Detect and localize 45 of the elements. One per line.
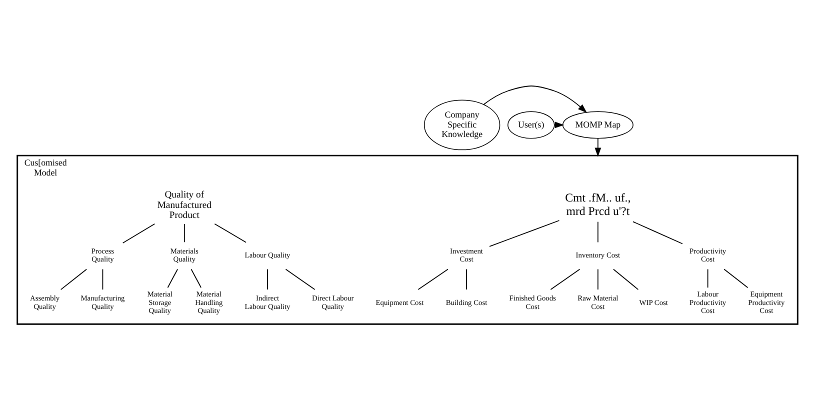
node-text: Investment Cost <box>450 246 483 264</box>
arrow <box>594 138 602 157</box>
arrow <box>554 122 564 128</box>
node-text: Direct Labour Quality <box>312 294 354 311</box>
connector <box>167 268 178 288</box>
connector <box>102 268 104 290</box>
node-text: Assembly Quality <box>30 294 60 311</box>
connector <box>489 220 560 247</box>
node-text: Indirect Labour Quality <box>244 294 290 311</box>
connector <box>267 268 268 290</box>
connector <box>597 268 598 290</box>
node-text: Raw Material Cost <box>578 294 618 311</box>
node-text: Material Handling Quality <box>195 290 223 315</box>
node-text: Finished Goods Cost <box>509 294 556 311</box>
connector <box>418 268 448 290</box>
node-text: Materials Quality <box>170 246 198 264</box>
node-text: Quality of Manufactured Product <box>157 189 212 222</box>
connector <box>122 223 156 244</box>
connector <box>190 268 202 288</box>
connector <box>214 223 246 243</box>
node-text: Labour Productivity Cost <box>690 290 726 315</box>
arrow <box>483 86 587 113</box>
node-text: Building Cost <box>446 298 488 307</box>
connector <box>550 268 580 290</box>
node-text: Cmt .fM.. uf., mrd Prcd u'?t <box>565 190 631 218</box>
node-text: Material Storage Quality <box>147 290 172 315</box>
node-text: Manufacturing Quality <box>80 294 125 311</box>
connector <box>184 224 185 243</box>
connector <box>707 268 708 288</box>
node-text: Equipment Productivity Cost <box>748 290 785 315</box>
node-ellipse: Company Specific Knowledge <box>424 100 500 150</box>
connector <box>724 268 748 288</box>
node-text: Process Quality <box>91 246 114 264</box>
node-text: Equipment Cost <box>376 298 424 307</box>
connector <box>597 221 598 243</box>
connector <box>60 268 88 290</box>
connector <box>285 268 316 290</box>
connector <box>466 268 467 290</box>
connector <box>613 268 639 290</box>
connector <box>632 221 683 244</box>
node-ellipse: MOMP Map <box>562 111 634 139</box>
node-text: Inventory Cost <box>576 250 620 260</box>
node-text: Labour Quality <box>244 250 290 260</box>
node-text: Productivity Cost <box>690 246 726 264</box>
node-text: WIP Cost <box>639 298 668 307</box>
